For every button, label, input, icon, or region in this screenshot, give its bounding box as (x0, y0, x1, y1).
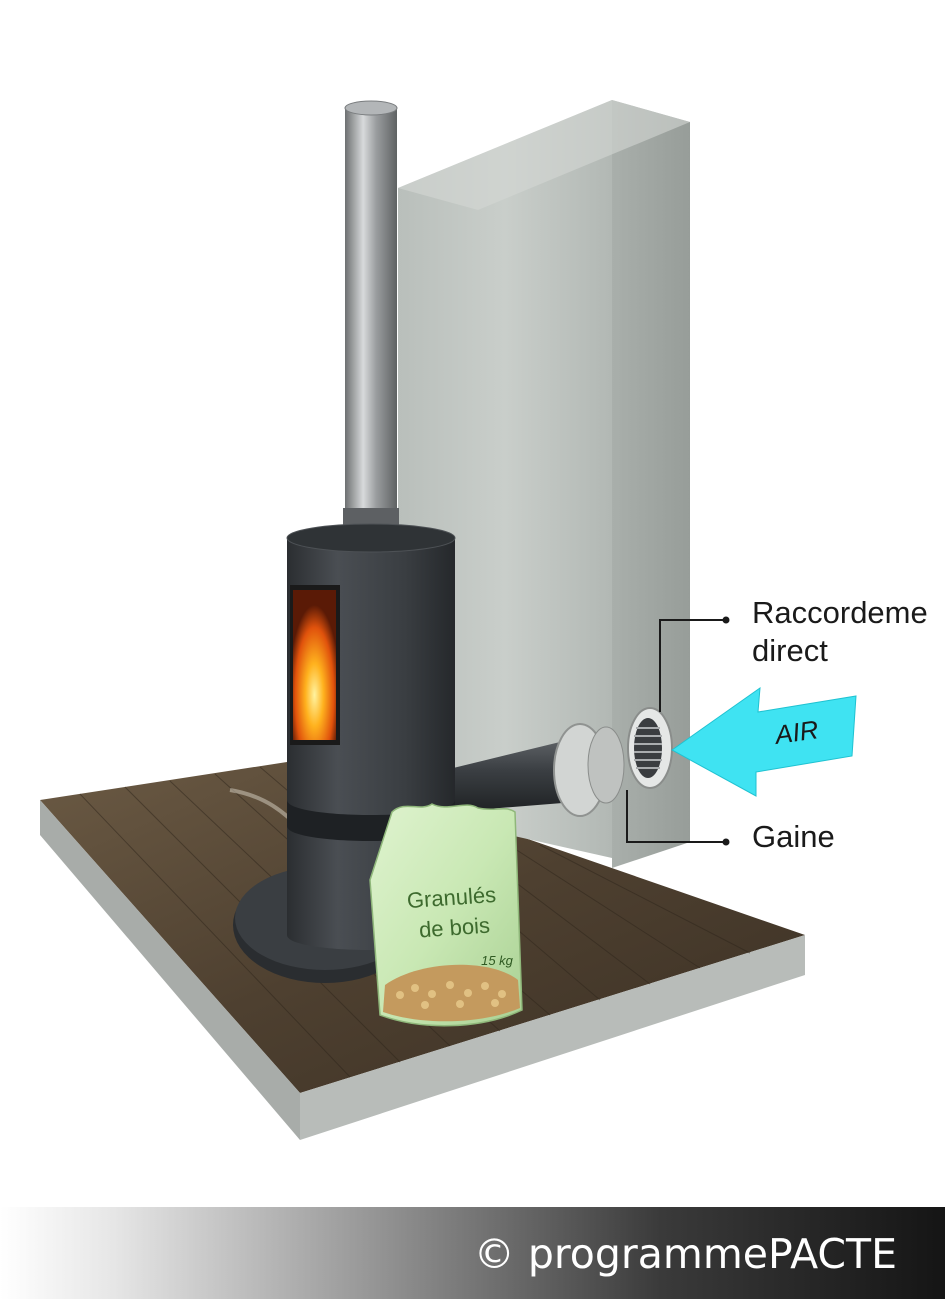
fire-window (293, 590, 336, 740)
pellet-bag: Granulés de bois 15 kg (369, 803, 523, 1027)
copyright-text: © programmePACTE (473, 1230, 897, 1278)
air-arrow-label: AIR (771, 714, 820, 750)
leader-gaine (626, 790, 726, 843)
leader-lines (626, 619, 726, 843)
callout-gaine-label: Gaine (752, 819, 835, 854)
leader-raccordement (659, 619, 726, 712)
leader-dot-raccordement (722, 616, 730, 624)
bag-label-line1: Granulés (406, 882, 497, 913)
callout-raccordement: Raccordeme direct (752, 594, 942, 670)
bag-weight: 15 kg (481, 953, 514, 968)
stove-installation-illustration: Granulés de bois 15 kg AIR (40, 100, 857, 1140)
air-arrow: AIR (671, 686, 857, 797)
flue-pipe (343, 100, 399, 530)
callout-raccordement-line1: Raccordeme (752, 595, 928, 630)
bag-label-line2: de bois (418, 913, 491, 943)
leader-dot-gaine (722, 838, 730, 846)
air-duct (445, 707, 673, 817)
footer-bar (0, 1207, 945, 1299)
callout-raccordement-line2: direct (752, 633, 828, 668)
callout-gaine: Gaine (752, 818, 912, 856)
